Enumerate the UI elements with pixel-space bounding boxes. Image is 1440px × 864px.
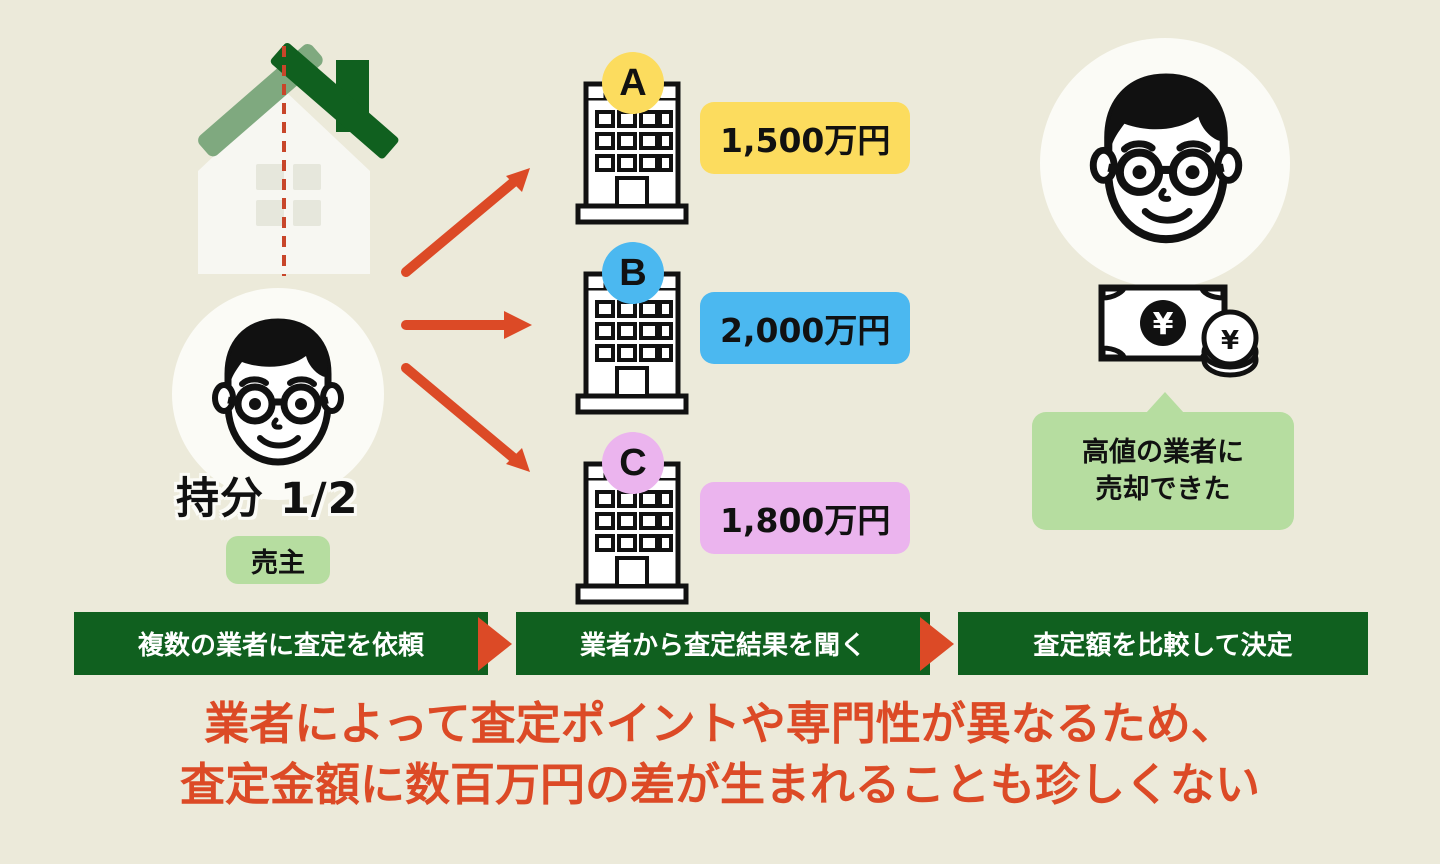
caption-line-2: 査定金額に数百万円の差が生まれることも珍しくない (179, 757, 1260, 811)
yen-bill-and-coins-icon: ¥ ¥ (1098, 284, 1259, 378)
price-tag-c: 1,800万円 (700, 482, 911, 554)
office-building-icon (575, 81, 689, 225)
company-row-a: A 1,500万円 (572, 52, 911, 227)
speech-bubble-tail (1146, 392, 1184, 413)
seller-role-badge: 売主 (226, 536, 330, 584)
step-banner-3[interactable]: 査定額を比較して決定 (958, 612, 1368, 675)
company-badge-c: C (602, 432, 664, 494)
step-banner-1[interactable]: 複数の業者に査定を依頼 (74, 612, 488, 675)
arrow-to-company-c (401, 363, 530, 472)
house-window (293, 164, 321, 190)
ownership-share-label: 持分 1/2 (176, 474, 359, 524)
price-tag-b: 2,000万円 (700, 292, 911, 364)
step-arrow-2 (920, 617, 954, 671)
step-arrow-1 (478, 617, 512, 671)
house-window (256, 200, 284, 226)
arrow-to-company-b (401, 311, 532, 339)
result-speech-bubble: 高値の業者に 売却できた (1032, 412, 1294, 530)
price-tag-a: 1,500万円 (700, 102, 911, 174)
arrow-to-company-a (401, 168, 530, 277)
person-glasses-avatar-icon (1089, 73, 1243, 244)
house-illustration (160, 28, 410, 280)
bubble-line-1: 高値の業者に (1082, 436, 1244, 468)
svg-text:¥: ¥ (1221, 326, 1239, 356)
bubble-line-2: 売却できた (1095, 474, 1231, 505)
red-dashed-divider (282, 46, 286, 276)
svg-text:¥: ¥ (1153, 307, 1174, 342)
company-row-b: B 2,000万円 (572, 242, 911, 417)
bottom-caption: 業者によって査定ポイントや専門性が異なるため、 査定金額に数百万円の差が生まれる… (0, 694, 1440, 816)
step-banner-2[interactable]: 業者から査定結果を聞く (516, 612, 930, 675)
caption-line-1: 業者によって査定ポイントや専門性が異なるため、 (204, 697, 1236, 750)
house-window (293, 200, 321, 226)
company-row-c: C 1,800万円 (572, 432, 911, 607)
company-badge-a: A (602, 52, 664, 114)
house-window (256, 164, 284, 190)
company-badge-b: B (602, 242, 664, 304)
person-glasses-avatar-icon (212, 318, 344, 466)
